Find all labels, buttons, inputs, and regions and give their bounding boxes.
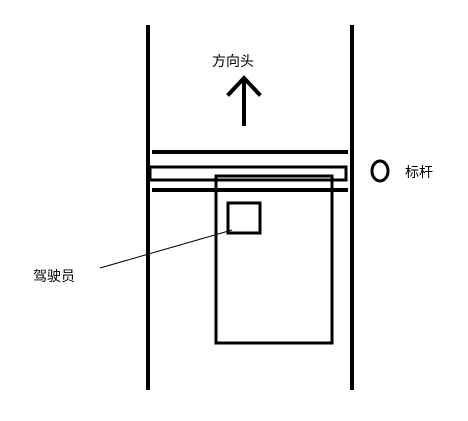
pole-label: 标杆 (405, 165, 433, 181)
pole-marker-icon (370, 159, 390, 183)
gate-bar (148, 165, 348, 182)
direction-arrow-icon (226, 75, 262, 126)
driver-pointer-line (99, 229, 233, 269)
vehicle-body (214, 174, 334, 345)
direction-label: 方向头 (212, 54, 254, 70)
driver-label: 驾驶员 (33, 269, 75, 285)
driver-seat (226, 201, 262, 235)
